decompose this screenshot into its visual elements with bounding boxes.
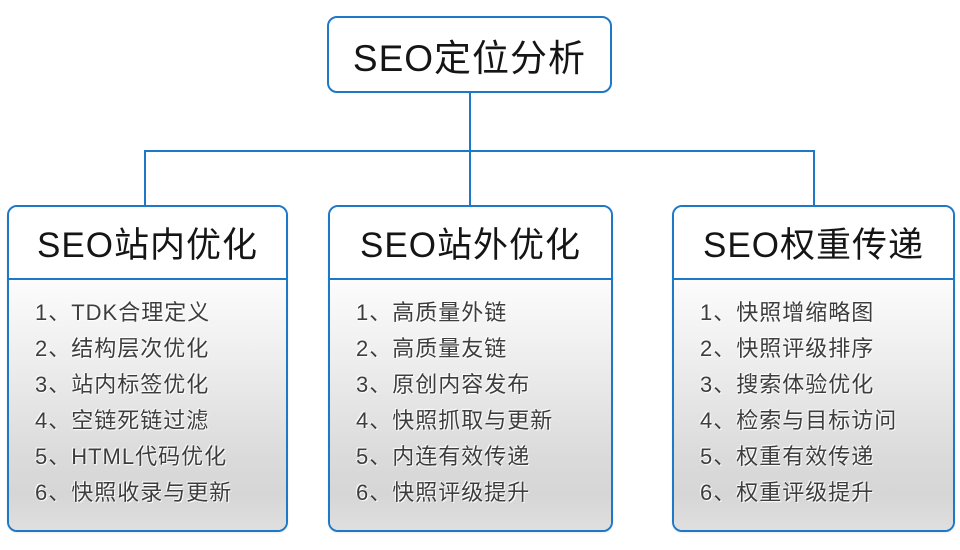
list-item: 2、快照评级排序 bbox=[700, 336, 875, 361]
root-node-label: SEO定位分析 bbox=[352, 37, 587, 79]
branch-card-onsite: SEO站内优化 1、TDK合理定义 2、结构层次优化 3、站内标签优化 4、空链死链过… bbox=[7, 205, 288, 532]
branch-list-offsite: 1、高质量外链 2、高质量友链 3、原创内容发布 4、快照抓取与更新 5、内连有效传递 6… bbox=[330, 280, 611, 530]
branch-title-weight: SEO权重传递 bbox=[674, 207, 953, 280]
branch-title-label: SEO站外优化 bbox=[360, 226, 581, 265]
list-item: 5、内连有效传递 bbox=[356, 444, 531, 469]
list-item: 3、原创内容发布 bbox=[356, 372, 531, 397]
branch-list-onsite: 1、TDK合理定义 2、结构层次优化 3、站内标签优化 4、空链死链过滤 5、HTML代… bbox=[9, 280, 286, 530]
branch-list-weight: 1、快照增缩略图 2、快照评级排序 3、搜索体验优化 4、检索与目标访问 5、权重有效传… bbox=[674, 280, 953, 530]
list-item: 5、HTML代码优化 bbox=[35, 444, 228, 469]
list-item: 1、快照增缩略图 bbox=[700, 300, 875, 325]
list-item: 5、权重有效传递 bbox=[700, 444, 875, 469]
connector-drop-left bbox=[144, 150, 146, 207]
list-item: 3、站内标签优化 bbox=[35, 372, 210, 397]
list-item: 6、权重评级提升 bbox=[700, 480, 875, 505]
list-item: 4、快照抓取与更新 bbox=[356, 408, 554, 433]
list-item: 2、结构层次优化 bbox=[35, 336, 210, 361]
branch-card-weight: SEO权重传递 1、快照增缩略图 2、快照评级排序 3、搜索体验优化 4、检索与目标访… bbox=[672, 205, 955, 532]
list-item: 3、搜索体验优化 bbox=[700, 372, 875, 397]
connector-root-stem bbox=[469, 92, 471, 152]
connector-drop-center bbox=[469, 150, 471, 207]
branch-title-offsite: SEO站外优化 bbox=[330, 207, 611, 280]
list-item: 6、快照收录与更新 bbox=[35, 480, 233, 505]
connector-drop-right bbox=[813, 150, 815, 207]
branch-title-label: SEO权重传递 bbox=[703, 226, 924, 265]
branch-title-onsite: SEO站内优化 bbox=[9, 207, 286, 280]
branch-title-label: SEO站内优化 bbox=[37, 226, 258, 265]
list-item: 6、快照评级提升 bbox=[356, 480, 531, 505]
list-item: 4、空链死链过滤 bbox=[35, 408, 210, 433]
connector-horizontal bbox=[144, 150, 815, 152]
list-item: 1、TDK合理定义 bbox=[35, 300, 211, 325]
list-item: 2、高质量友链 bbox=[356, 336, 508, 361]
branch-card-offsite: SEO站外优化 1、高质量外链 2、高质量友链 3、原创内容发布 4、快照抓取与更新 5… bbox=[328, 205, 613, 532]
list-item: 1、高质量外链 bbox=[356, 300, 508, 325]
root-node: SEO定位分析 bbox=[327, 16, 612, 93]
list-item: 4、检索与目标访问 bbox=[700, 408, 898, 433]
